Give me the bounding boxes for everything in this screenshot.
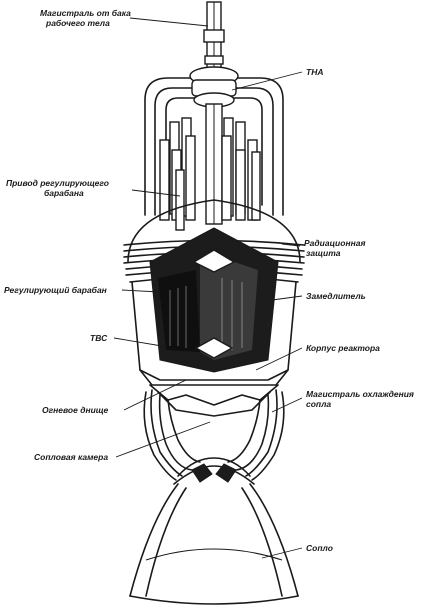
label-control-drum: Регулирующий барабан xyxy=(4,285,107,295)
label-radiation-shield-2: защита xyxy=(306,248,341,258)
label-tna: ТНА xyxy=(306,67,323,77)
label-main-line-1: Магистраль от бака xyxy=(40,8,131,18)
label-reactor-vessel: Корпус реактора xyxy=(306,343,380,353)
label-radiation-shield-1: Радиационная xyxy=(304,238,365,248)
nozzle-throat xyxy=(173,457,255,485)
label-drum-drive-2: барабана xyxy=(44,188,84,198)
label-nozzle-cooling-2: сопла xyxy=(306,399,331,409)
nozzle-chamber xyxy=(158,394,270,471)
return-pipes xyxy=(144,77,284,216)
label-moderator: Замедлитель xyxy=(306,291,366,301)
leader-lines xyxy=(113,17,303,559)
label-drum-drive-1: Привод регулирующего xyxy=(6,178,109,188)
label-main-line-2: рабочего тела xyxy=(45,18,110,28)
label-nozzle: Сопло xyxy=(306,543,333,553)
label-fire-bottom: Огневое днище xyxy=(42,405,109,415)
label-nozzle-chamber: Сопловая камера xyxy=(34,452,108,462)
label-fuel-assembly: ТВС xyxy=(90,333,108,343)
feed-pipe xyxy=(203,1,225,75)
turbopump xyxy=(189,66,239,225)
nozzle-cooling-lines xyxy=(143,389,285,481)
reactor-core xyxy=(149,227,279,373)
label-nozzle-cooling-1: Магистраль охлаждения xyxy=(306,389,414,399)
reactor-vessel xyxy=(131,281,297,386)
nozzle-bell xyxy=(129,483,299,605)
drum-drive-rods xyxy=(159,117,261,231)
